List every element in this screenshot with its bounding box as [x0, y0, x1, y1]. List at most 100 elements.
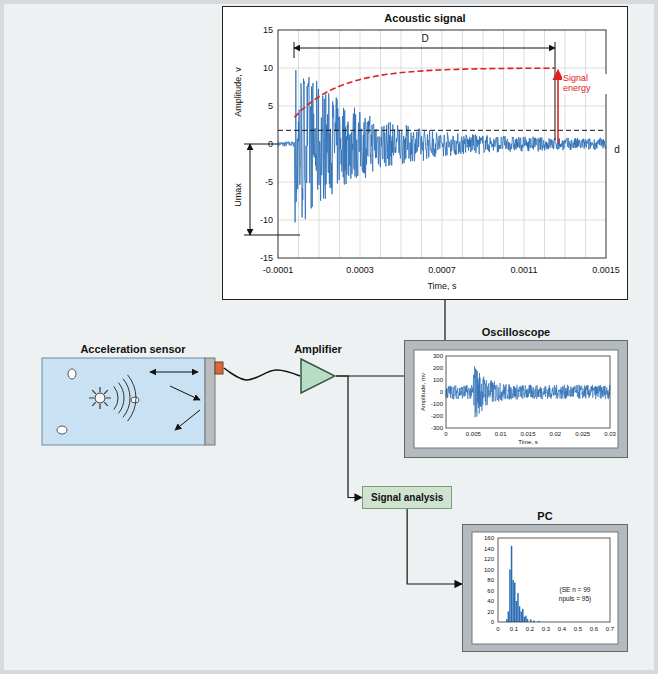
- axis-label: 0: [268, 140, 273, 149]
- threshold-line: [278, 130, 606, 131]
- sensor-tank: Acceleration sensor: [42, 358, 224, 445]
- grid-line: [278, 68, 606, 69]
- axis-label: 0.5: [574, 626, 582, 632]
- panel-fill: [222, 6, 628, 300]
- axis-label: 0.3: [542, 626, 550, 632]
- axis-label: 0.01: [495, 431, 507, 437]
- axis-label: 200: [433, 365, 443, 371]
- axis-label: 0.0007: [428, 266, 456, 275]
- wave-fronts: [114, 375, 136, 421]
- histogram-bar: [520, 612, 522, 623]
- histogram-bar: [524, 617, 526, 622]
- axis-title: Umax: [234, 183, 243, 207]
- axis-label: 0.0003: [346, 266, 374, 275]
- axis-label: 0.0011: [511, 266, 538, 275]
- energy-arrow: [557, 70, 559, 144]
- tank-wall: [205, 358, 215, 445]
- monitor-screen: [414, 350, 618, 448]
- axis-label: 100: [484, 567, 494, 573]
- source-burst: [95, 393, 105, 403]
- amplifier-symbol: Amplifier: [300, 358, 336, 394]
- axis-label: 0.005: [466, 431, 481, 437]
- oscilloscope-waveform: [446, 366, 610, 417]
- axis-label: -200: [431, 413, 443, 419]
- axis-label: 0.0015: [592, 266, 620, 275]
- process-box: Signal analysis: [362, 486, 452, 509]
- duration-tick: [294, 42, 295, 58]
- axis-label: 80: [487, 577, 494, 583]
- histogram-bars: [506, 546, 540, 622]
- node-title: Amplifier: [294, 343, 342, 355]
- axis-label: 10: [263, 64, 273, 73]
- incident-arrow: [170, 386, 200, 400]
- plot-grid: [278, 30, 606, 258]
- duration-tick: [555, 42, 556, 140]
- axis-label: 100: [433, 377, 443, 383]
- histogram-bar: [511, 546, 513, 622]
- axis-label: -10: [260, 216, 273, 225]
- axis-label: 0.2: [526, 626, 534, 632]
- duration-arrow: [294, 48, 555, 49]
- amplifier-outline: [300, 358, 336, 394]
- axis-label: 0.015: [520, 431, 535, 437]
- axis-label: D: [420, 34, 429, 44]
- axis-label: npuls = 95): [559, 596, 591, 603]
- panel-ground: [4, 4, 654, 670]
- axis-label: Time, s: [427, 282, 456, 291]
- node-title: Oscilloscope: [482, 326, 550, 338]
- axis-label: 0: [496, 626, 499, 632]
- monitor-screen: [472, 532, 618, 644]
- reflected-arrow: [175, 410, 200, 430]
- axis-label: -100: [431, 401, 443, 407]
- connector: [336, 376, 362, 498]
- axis-label: 0: [444, 431, 447, 437]
- axis-label: 140: [484, 546, 494, 552]
- bubble: [131, 397, 139, 403]
- node-title: Acceleration sensor: [80, 343, 185, 355]
- signal-trace: [278, 70, 606, 222]
- histogram-bar: [516, 601, 518, 622]
- bubble: [57, 426, 67, 434]
- signal-cable: [224, 368, 300, 380]
- axis-label: 0.1: [510, 626, 518, 632]
- axis-label: (SE n = 99: [560, 587, 591, 594]
- plot-frame: [446, 356, 610, 428]
- connector: [444, 300, 445, 340]
- signal-panel: Acoustic signal: [222, 6, 628, 300]
- axis-label: 60: [487, 588, 494, 594]
- connector: [407, 509, 462, 584]
- node-title: Signal analysis: [371, 492, 443, 503]
- axis-title: Amplitude, v: [234, 67, 243, 117]
- motion-arrow: [150, 372, 198, 373]
- axis-label: -5: [265, 178, 273, 187]
- axis-label: 15: [263, 26, 273, 35]
- umax-tick: [244, 235, 300, 236]
- axis-label: 0: [440, 389, 443, 395]
- axis-label: 0.03: [604, 431, 616, 437]
- axis-label: 20: [487, 609, 494, 615]
- umax-arrow: [250, 144, 251, 235]
- axis-label: 120: [484, 556, 494, 562]
- histogram-bar: [525, 616, 527, 622]
- grid-line: [278, 220, 606, 221]
- axis-label: 0.7: [606, 626, 614, 632]
- node-title: PC: [537, 510, 552, 522]
- axis-label: 0.02: [549, 431, 561, 437]
- burst-rays: [89, 387, 111, 409]
- grid-line: [278, 182, 606, 183]
- axis-label: 300: [433, 353, 443, 359]
- axis-label: Time, s: [518, 439, 537, 445]
- axis-label: 40: [487, 598, 494, 604]
- acoustic-waveform: [278, 70, 606, 222]
- bubble: [68, 369, 76, 379]
- axis-label: 160: [484, 535, 494, 541]
- histogram-bar: [509, 570, 511, 623]
- axis-label: 0.4: [558, 626, 566, 632]
- histogram-bar: [519, 606, 521, 622]
- axis-label: -300: [431, 425, 443, 431]
- monitor-frame: [462, 524, 628, 652]
- axis-label: 5: [268, 102, 273, 111]
